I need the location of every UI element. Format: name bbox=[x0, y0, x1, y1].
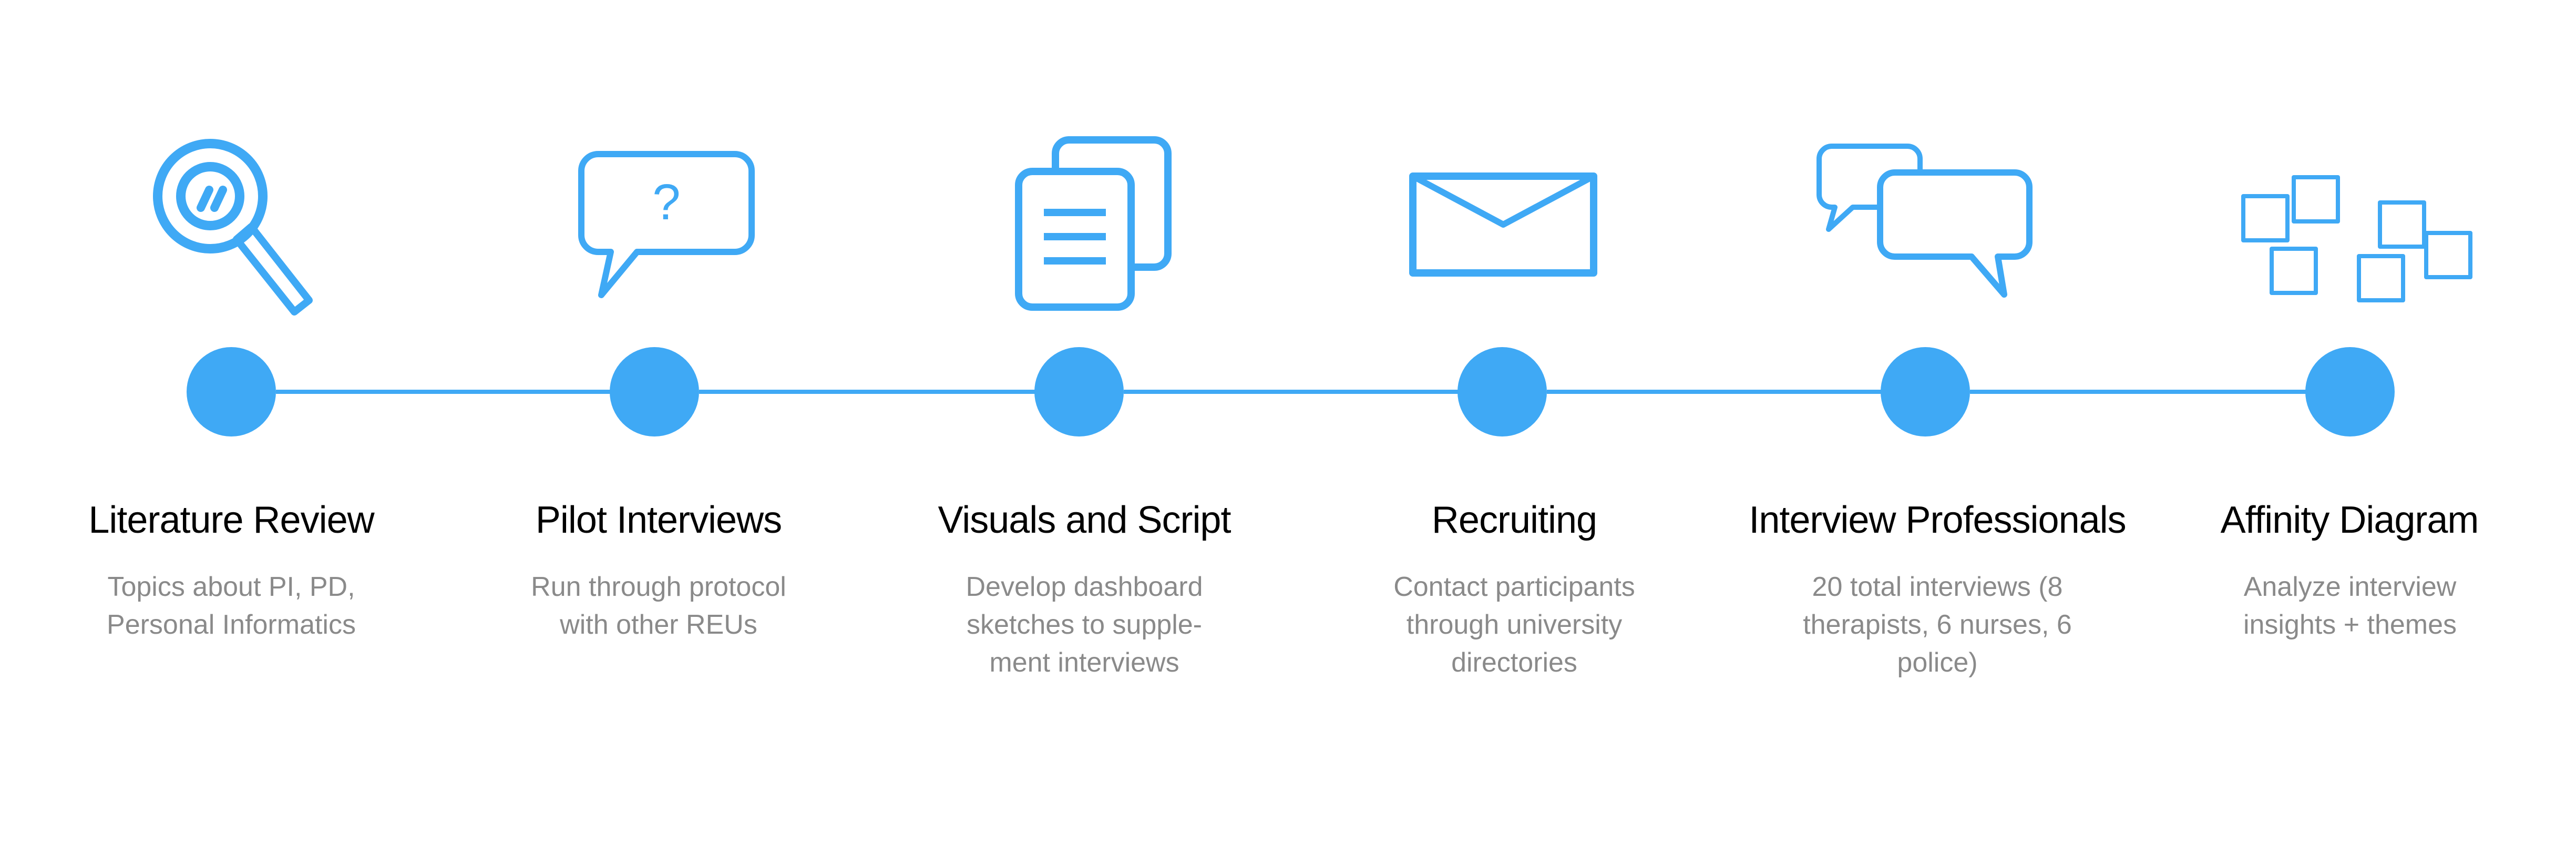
timeline-connector bbox=[699, 390, 1040, 394]
step-title: Recruiting bbox=[1431, 499, 1597, 541]
description-line: Topics about PI, PD, bbox=[107, 572, 355, 602]
timeline-connector bbox=[276, 390, 615, 394]
description-line: Personal Informatics bbox=[107, 610, 356, 640]
description-line: with other REUs bbox=[560, 610, 757, 640]
step-description: Analyze interview insights + themes bbox=[2192, 568, 2508, 644]
step-title: Affinity Diagram bbox=[2220, 499, 2479, 541]
timeline-node bbox=[187, 347, 276, 436]
step-title: Pilot Interviews bbox=[535, 499, 782, 541]
timeline-connector bbox=[1970, 390, 2311, 394]
step-description: 20 total interviews (8 therapists, 6 nur… bbox=[1780, 568, 2095, 682]
description-line: through university bbox=[1406, 610, 1623, 640]
timeline-connector bbox=[1124, 390, 1463, 394]
description-line: sketches to supple- bbox=[966, 610, 1203, 640]
timeline-node bbox=[610, 347, 699, 436]
description-line: ment interviews bbox=[989, 647, 1179, 678]
description-line: Analyze interview bbox=[2243, 572, 2457, 602]
question-speech-bubble-icon: ? bbox=[578, 150, 757, 313]
affinity-squares-icon bbox=[2239, 171, 2481, 313]
magnifying-glass-icon bbox=[148, 134, 316, 316]
step-title: Literature Review bbox=[88, 499, 374, 541]
description-line: Develop dashboard bbox=[966, 572, 1203, 602]
envelope-icon bbox=[1409, 172, 1598, 277]
timeline-connector bbox=[1547, 390, 1886, 394]
description-line: Run through protocol bbox=[531, 572, 786, 602]
description-line: Contact participants bbox=[1393, 572, 1635, 602]
description-line: 20 total interviews (8 bbox=[1812, 572, 2063, 602]
conversation-bubbles-icon bbox=[1816, 142, 2037, 300]
description-line: directories bbox=[1451, 647, 1577, 678]
documents-icon bbox=[1013, 136, 1182, 312]
description-line: police) bbox=[1897, 647, 1978, 678]
timeline-node bbox=[2305, 347, 2395, 436]
timeline-node bbox=[1034, 347, 1124, 436]
question-mark-glyph: ? bbox=[652, 174, 680, 230]
step-title: Visuals and Script bbox=[938, 499, 1231, 541]
timeline-node bbox=[1458, 347, 1547, 436]
step-description: Topics about PI, PD, Personal Informatic… bbox=[74, 568, 389, 644]
step-description: Contact participants through university … bbox=[1357, 568, 1672, 682]
timeline-node bbox=[1881, 347, 1970, 436]
step-description: Run through protocol with other REUs bbox=[501, 568, 816, 644]
step-title: Interview Professionals bbox=[1749, 499, 2126, 541]
description-line: insights + themes bbox=[2243, 610, 2457, 640]
step-description: Develop dashboard sketches to supple- me… bbox=[927, 568, 1242, 682]
description-line: therapists, 6 nurses, 6 bbox=[1803, 610, 2072, 640]
